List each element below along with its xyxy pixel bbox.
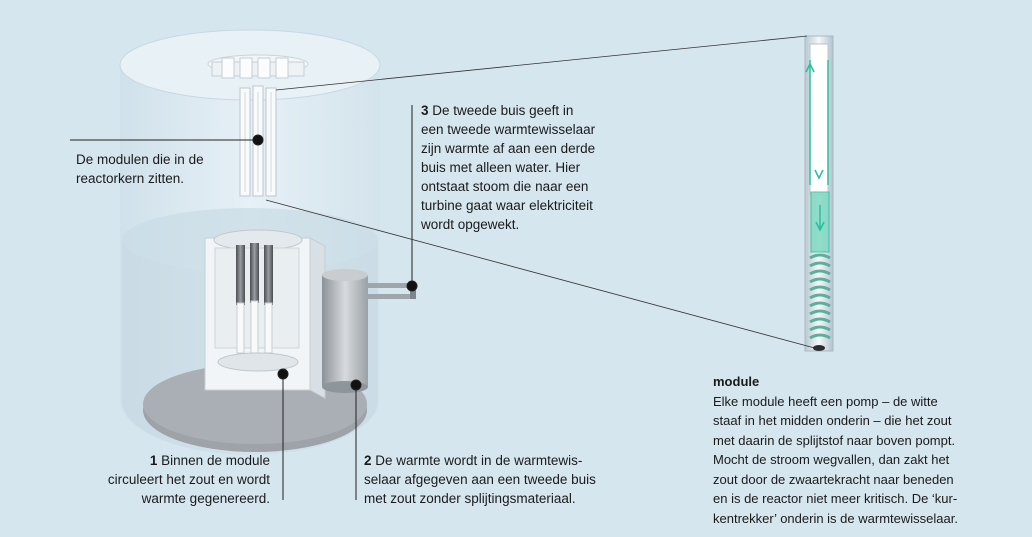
module-line-5: zout door de zwaartekracht naar beneden <box>713 471 954 487</box>
label-step-3-line-5: ontstaat stoom die naar een <box>421 179 589 194</box>
label-step-1-line-2: circuleert het zout en wordt <box>107 472 270 487</box>
module-line-4: Mocht de stroom wegvallen, dan zakt het <box>713 452 950 467</box>
label-step-3: 3 De tweede buis geeft in een tweede war… <box>421 101 595 234</box>
module-line-6: en is de reactor niet meer kritisch. De … <box>713 491 958 506</box>
magnified-module <box>804 35 834 352</box>
label-step-2-line-1: 2 De warmte wordt in de warmtewis- <box>364 453 583 468</box>
module-line-1: Elke module heeft een pomp – de witte <box>713 393 938 409</box>
label-step-3-line-6: turbine gaat waar elektriciteit <box>421 198 593 213</box>
module-line-3: met daarin de splijtstof naar boven pomp… <box>713 432 956 448</box>
step-1-number: 1 <box>149 453 158 468</box>
label-step-3-line-1: 3 De tweede buis geeft in <box>421 103 574 118</box>
label-step-1: 1 Binnen de module circuleert het zout e… <box>60 451 270 508</box>
label-step-3-line-3: zijn warmte af aan een derde <box>421 141 596 156</box>
label-step-1-line-3: warmte gegenereerd. <box>141 491 270 506</box>
leader-lines <box>70 105 418 500</box>
top-module-block <box>207 54 309 79</box>
label-step-2-line-3: met zout zonder splijtingsmateriaal. <box>364 491 576 506</box>
label-step-2: 2 De warmte wordt in de warmtewis- selaa… <box>364 451 596 508</box>
label-core-modules-line-2: reactorkern zitten. <box>76 171 185 186</box>
heat-exchanger <box>322 269 416 393</box>
label-module: module Elke module heeft een pomp – de w… <box>713 372 958 528</box>
module-line-2: staaf in het midden onderin – die het zo… <box>713 413 952 428</box>
module-box <box>204 229 326 399</box>
label-step-3-line-2: een tweede warmtewisselaar <box>421 122 596 137</box>
label-step-2-line-2: selaar afgegeven aan een tweede buis <box>364 472 596 487</box>
label-step-1-line-1: 1 Binnen de module <box>149 453 270 468</box>
label-core-modules: De modulen die in de reactorkern zitten. <box>76 150 204 188</box>
label-step-3-line-4: buis met alleen water. Hier <box>421 160 581 175</box>
module-line-7: kentrekker’ onderin is de warmtewisselaa… <box>713 510 958 526</box>
step-2-number: 2 <box>364 453 372 468</box>
step-3-number: 3 <box>421 103 429 118</box>
label-step-3-line-7: wordt opgewekt. <box>421 217 520 232</box>
label-core-modules-line-1: De modulen die in de <box>76 152 204 167</box>
module-title: module <box>713 374 760 389</box>
projection-lines <box>265 35 823 351</box>
